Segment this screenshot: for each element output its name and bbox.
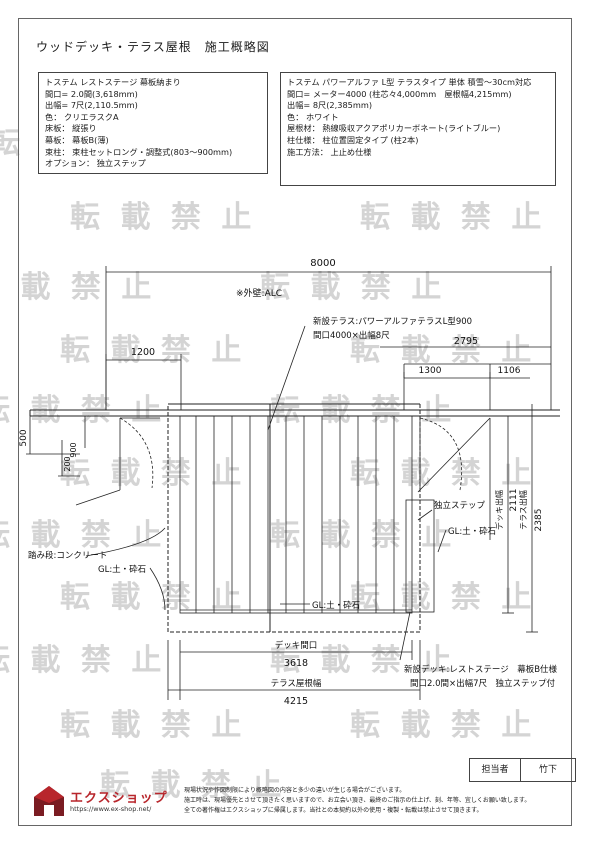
dim-label-1106: 1106: [498, 366, 521, 376]
drawing-frame: [18, 18, 572, 826]
company-name: エクスショップ: [70, 791, 168, 806]
staff-label: 担当者: [470, 759, 521, 781]
spec-line: 床板： 縦張り: [45, 123, 97, 134]
dim-label-900: 900: [69, 442, 78, 457]
gl-bottom-label: GL:土・砕石: [312, 600, 360, 611]
staff-name: 竹下: [538, 765, 557, 775]
terrace-roof: [167, 403, 421, 633]
outer-wall-label: ※外壁:ALC: [236, 287, 282, 299]
concrete-label: 踏み段:コンクリート: [28, 550, 107, 561]
dim-label-2111: 2111: [509, 489, 519, 512]
spec-line: 出幅= 7尺(2,110.5mm): [45, 100, 138, 111]
spec-line: 束柱： 束柱セットロング・調整式(803～900mm): [45, 146, 233, 157]
deck-callout-1: 新設デッキ:レストステージ 幕板B仕様: [404, 664, 558, 675]
roof-callout-2: 間口4000×出幅8尺: [313, 330, 390, 341]
roof-spec-box: トステム パワーアルファ L型 テラスタイプ 単体 積雪～30cm対応 間口= …: [280, 72, 556, 186]
dim-label-500: 500: [19, 429, 29, 446]
spec-line: 間口= 2.0間(3,618mm): [45, 88, 138, 99]
spec-line: トステム パワーアルファ L型 テラスタイプ 単体 積雪～30cm対応: [287, 77, 532, 87]
house-icon: [34, 786, 64, 816]
footnote: 現場状況や作図制限により概略図の内容と多少の違いが生じる場合がございます。 施工…: [184, 786, 530, 815]
spec-line: 柱仕様： 柱位置固定タイプ (柱2本): [287, 134, 419, 145]
left-leaders: [85, 527, 166, 611]
right-window: [403, 363, 551, 540]
spec-line: 施工方法： 上止め仕様: [287, 146, 372, 157]
spec-line: 屋根材： 熱線吸収アクアポリカーボネート(ライトブルー): [287, 123, 501, 134]
step-label: 独立ステップ: [434, 500, 486, 511]
spec-line: 間口= メーター4000 (柱芯々4,000mm 屋根幅4,215mm): [287, 88, 512, 99]
dim-label-4215: 4215: [284, 696, 308, 707]
spec-line: 幕板： 幕板B(薄): [45, 134, 109, 145]
deck-depth-label: デッキ出幅: [494, 490, 504, 530]
company-logo: エクスショップ https://www.ex-shop.net/: [32, 783, 167, 823]
deck-spec-box: トステム レストステージ 幕板納まり 間口= 2.0間(3,618mm) 出幅=…: [38, 72, 268, 174]
dim-label-2385: 2385: [534, 509, 544, 532]
dims-left: [26, 416, 80, 477]
spec-line: 色： クリエラスクA: [45, 111, 119, 122]
dim-label-200: 200: [63, 456, 72, 471]
company-url: https://www.ex-shop.net/: [70, 805, 152, 813]
spec-line: 出幅= 8尺(2,385mm): [287, 100, 373, 111]
wood-deck: [179, 415, 435, 614]
staff-box: 担当者 竹下: [469, 758, 576, 782]
right-dims: [502, 404, 538, 633]
footnote-line: 施工時は、現場優先とさせて頂きたく思いますので、お立会い頂き、最終のご指示の仕上…: [184, 796, 531, 804]
roof-callout-leader: [267, 325, 306, 431]
dim-label-8000: 8000: [310, 258, 335, 269]
footnote-line: 全ての著作権はエクスショップに帰属します。当社との本契約以外の使用・複製・転載は…: [184, 806, 483, 814]
deck-width-label: デッキ間口: [275, 640, 318, 651]
roof-width-label: テラス屋根幅: [271, 678, 322, 689]
building-wall: [29, 409, 560, 417]
left-window: [75, 354, 182, 506]
page-title: ウッドデッキ・テラス屋根 施工概略図: [36, 40, 270, 54]
spec-line: オプション： 独立ステップ: [45, 158, 146, 169]
dim-label-2795: 2795: [454, 336, 478, 347]
spec-line: トステム レストステージ 幕板納まり: [45, 77, 181, 87]
roof-depth-label: テラス出幅: [518, 490, 528, 530]
dim-label-3618: 3618: [284, 658, 308, 669]
dim-label-1200: 1200: [131, 347, 155, 358]
bottom-dims: [167, 640, 421, 700]
dim-label-1300: 1300: [419, 366, 442, 376]
deck-callout-2: 間口2.0間×出幅7尺 独立ステップ付: [410, 678, 556, 689]
gl-right-label: GL:土・砕石: [448, 526, 496, 537]
roof-callout-1: 新設テラス:パワーアルファテラスL型900: [313, 316, 472, 327]
footnote-line: 現場状況や作図制限により概略図の内容と多少の違いが生じる場合がございます。: [184, 787, 406, 794]
spec-line: 色： ホワイト: [287, 111, 339, 122]
gl-left-label: GL:土・砕石: [98, 564, 146, 575]
